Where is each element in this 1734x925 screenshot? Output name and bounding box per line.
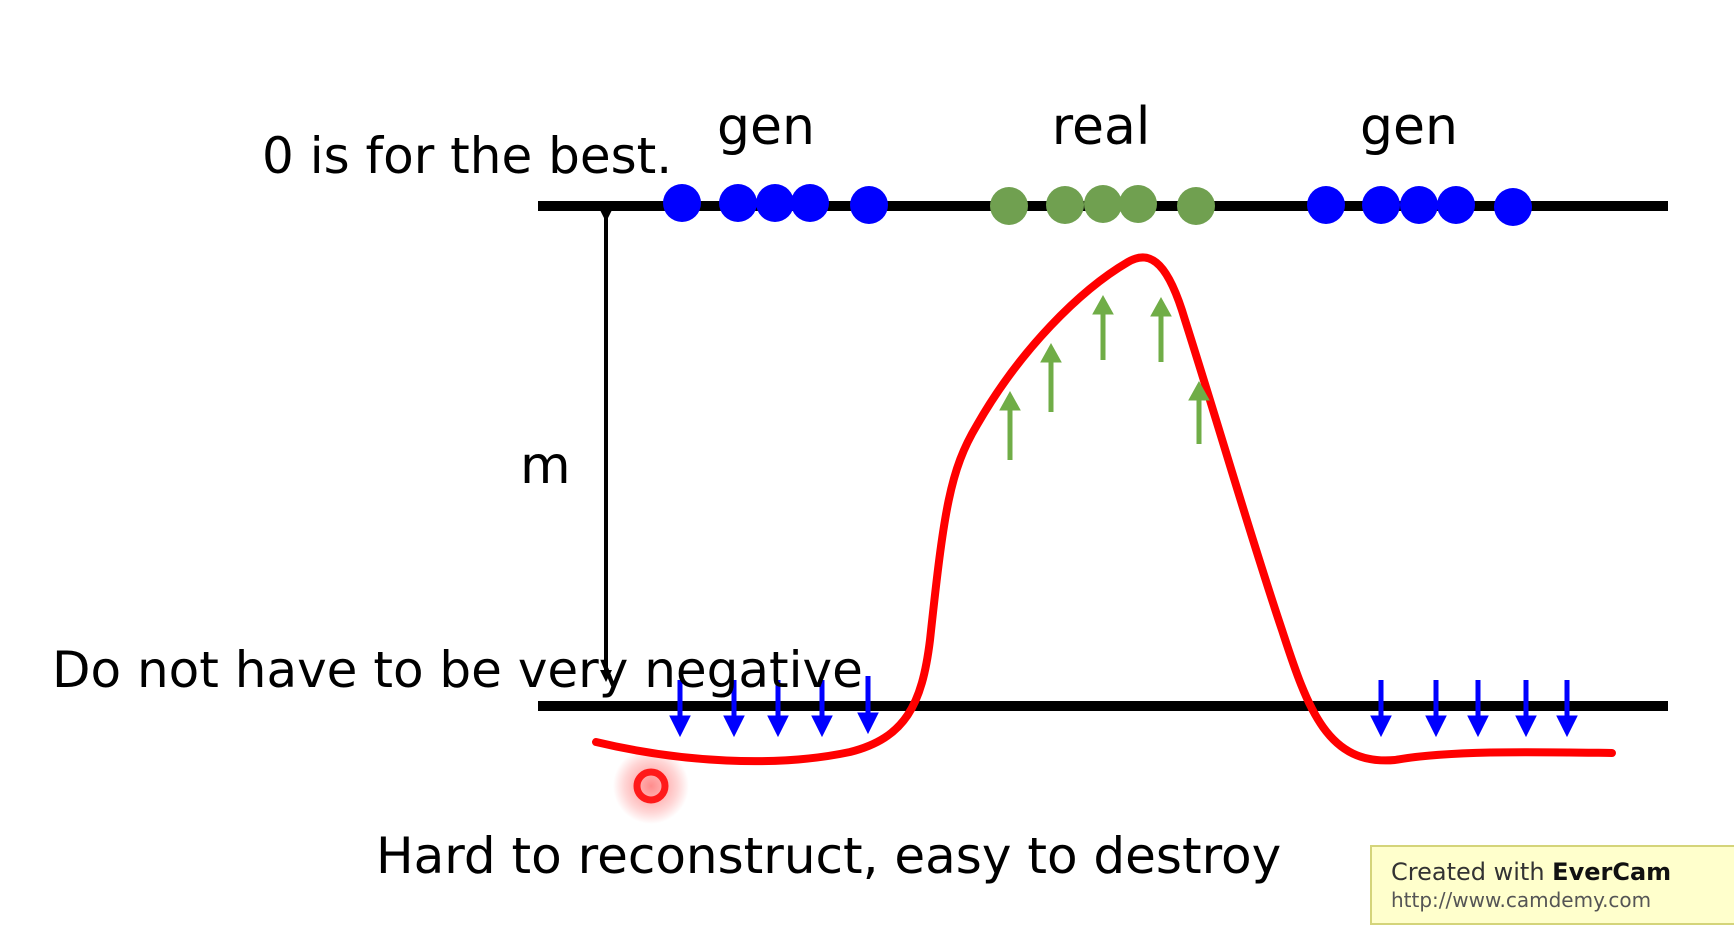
generated-downward-arrows-right [1370,680,1578,738]
upward-arrow-head [1188,380,1210,401]
recording-watermark: Created with EverCam http://www.camdemy.… [1370,845,1734,925]
generated-point [1494,188,1532,226]
real-group-label: real [1051,97,1151,157]
downward-arrow-head [723,715,745,738]
generated-point [1400,186,1438,224]
generated-group-label-left: gen [717,97,815,157]
real-point [1084,185,1122,223]
generated-point [850,186,888,224]
generated-point [756,184,794,222]
downward-arrow-head [1370,715,1392,738]
real-point [1119,185,1157,223]
upward-arrow-head [999,390,1021,411]
downward-arrow-head [1556,715,1578,738]
upward-arrow-head [1092,294,1114,315]
generated-point [1307,186,1345,224]
downward-arrow-head [767,715,789,738]
upward-arrow-head [1150,296,1172,317]
real-points [990,185,1215,225]
watermark-url: http://www.camdemy.com [1391,888,1652,912]
watermark-brand: EverCam [1552,858,1672,886]
upward-arrow-head [1040,342,1062,363]
generated-points-right [1307,186,1532,226]
cursor-highlight [613,748,689,824]
downward-arrow-head [857,712,879,735]
real-point [1177,187,1215,225]
generated-point [791,184,829,222]
watermark-prefix: Created with [1391,858,1545,886]
real-point [1046,186,1084,224]
downward-arrow-head [1467,715,1489,738]
downward-arrow-head [811,715,833,738]
energy-curve [592,253,1616,766]
caption: Hard to reconstruct, easy to destroy [376,827,1282,885]
generated-point [1437,186,1475,224]
top-annotation: 0 is for the best. [262,127,673,185]
margin-label: m [520,436,571,496]
real-upward-arrows [999,294,1210,460]
downward-arrow-head [1515,715,1537,738]
generated-group-label-right: gen [1360,97,1458,157]
real-point [990,187,1028,225]
generated-downward-arrows-left [669,676,879,738]
generated-point [1362,186,1400,224]
downward-arrow-head [669,715,691,738]
generated-points-left [663,184,888,224]
generated-point [719,184,757,222]
bottom-annotation: Do not have to be very negative [52,641,863,699]
generated-point [663,184,701,222]
downward-arrow-head [1425,715,1447,738]
